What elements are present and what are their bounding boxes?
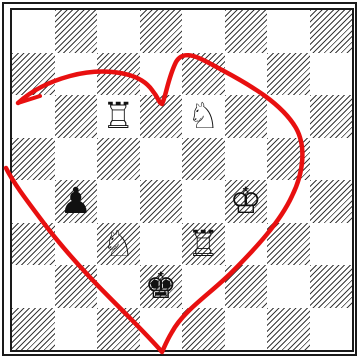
square-e6[interactable]: ♘	[182, 95, 225, 138]
square-h2[interactable]	[310, 265, 353, 308]
square-c5[interactable]	[97, 138, 140, 181]
square-h1[interactable]	[310, 308, 353, 351]
white-king-icon: ♔	[230, 184, 262, 220]
square-d4[interactable]	[140, 180, 183, 223]
square-d5[interactable]	[140, 138, 183, 181]
square-c4[interactable]	[97, 180, 140, 223]
square-e7[interactable]	[182, 53, 225, 96]
square-d2[interactable]: ♚	[140, 265, 183, 308]
square-g6[interactable]	[267, 95, 310, 138]
square-b2[interactable]	[55, 265, 98, 308]
white-rook-icon: ♖	[102, 99, 134, 135]
square-g7[interactable]	[267, 53, 310, 96]
square-d8[interactable]	[140, 10, 183, 53]
black-pawn-piece[interactable]: ♟	[55, 180, 98, 223]
square-c1[interactable]	[97, 308, 140, 351]
square-a3[interactable]	[12, 223, 55, 266]
square-f4[interactable]: ♔	[225, 180, 268, 223]
square-g4[interactable]	[267, 180, 310, 223]
square-g8[interactable]	[267, 10, 310, 53]
black-pawn-icon: ♟	[60, 184, 92, 220]
square-h3[interactable]	[310, 223, 353, 266]
square-f3[interactable]	[225, 223, 268, 266]
square-h6[interactable]	[310, 95, 353, 138]
square-h5[interactable]	[310, 138, 353, 181]
square-d3[interactable]	[140, 223, 183, 266]
white-knight-piece[interactable]: ♘	[97, 223, 140, 266]
square-h7[interactable]	[310, 53, 353, 96]
square-b1[interactable]	[55, 308, 98, 351]
square-c3[interactable]: ♘	[97, 223, 140, 266]
white-knight-piece[interactable]: ♘	[182, 95, 225, 138]
square-c6[interactable]: ♖	[97, 95, 140, 138]
square-b6[interactable]	[55, 95, 98, 138]
square-e5[interactable]	[182, 138, 225, 181]
square-a1[interactable]	[12, 308, 55, 351]
square-g1[interactable]	[267, 308, 310, 351]
square-a7[interactable]	[12, 53, 55, 96]
square-a6[interactable]	[12, 95, 55, 138]
square-c8[interactable]	[97, 10, 140, 53]
square-c7[interactable]	[97, 53, 140, 96]
square-f1[interactable]	[225, 308, 268, 351]
square-a5[interactable]	[12, 138, 55, 181]
white-rook-piece[interactable]: ♖	[97, 95, 140, 138]
white-knight-icon: ♘	[187, 99, 219, 135]
square-f7[interactable]	[225, 53, 268, 96]
square-c2[interactable]	[97, 265, 140, 308]
black-king-icon: ♚	[145, 269, 177, 305]
square-h4[interactable]	[310, 180, 353, 223]
square-g3[interactable]	[267, 223, 310, 266]
square-b8[interactable]	[55, 10, 98, 53]
square-b7[interactable]	[55, 53, 98, 96]
square-a8[interactable]	[12, 10, 55, 53]
white-rook-piece[interactable]: ♖	[182, 223, 225, 266]
white-king-piece[interactable]: ♔	[225, 180, 268, 223]
white-knight-icon: ♘	[102, 227, 134, 263]
square-d6[interactable]	[140, 95, 183, 138]
square-e4[interactable]	[182, 180, 225, 223]
black-king-piece[interactable]: ♚	[140, 265, 183, 308]
square-f6[interactable]	[225, 95, 268, 138]
square-e8[interactable]	[182, 10, 225, 53]
square-b5[interactable]	[55, 138, 98, 181]
square-a2[interactable]	[12, 265, 55, 308]
white-rook-icon: ♖	[187, 227, 219, 263]
square-e1[interactable]	[182, 308, 225, 351]
square-d1[interactable]	[140, 308, 183, 351]
square-e3[interactable]: ♖	[182, 223, 225, 266]
square-d7[interactable]	[140, 53, 183, 96]
square-b4[interactable]: ♟	[55, 180, 98, 223]
square-a4[interactable]	[12, 180, 55, 223]
square-g2[interactable]	[267, 265, 310, 308]
square-b3[interactable]	[55, 223, 98, 266]
square-f8[interactable]	[225, 10, 268, 53]
square-e2[interactable]	[182, 265, 225, 308]
square-g5[interactable]	[267, 138, 310, 181]
chess-board: ♖ ♘ ♟ ♔ ♘ ♖ ♚	[10, 8, 354, 352]
square-f2[interactable]	[225, 265, 268, 308]
square-h8[interactable]	[310, 10, 353, 53]
square-f5[interactable]	[225, 138, 268, 181]
